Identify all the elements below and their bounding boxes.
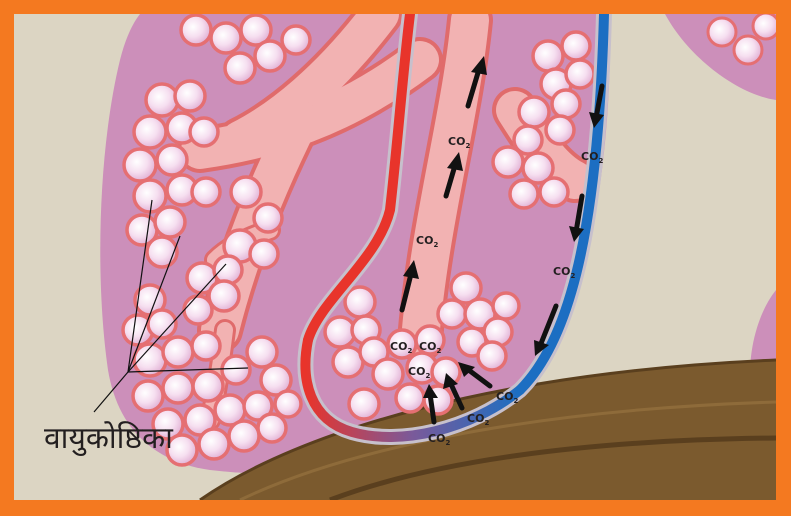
alveoli-caption: वायुकोष्ठिका: [44, 421, 174, 457]
